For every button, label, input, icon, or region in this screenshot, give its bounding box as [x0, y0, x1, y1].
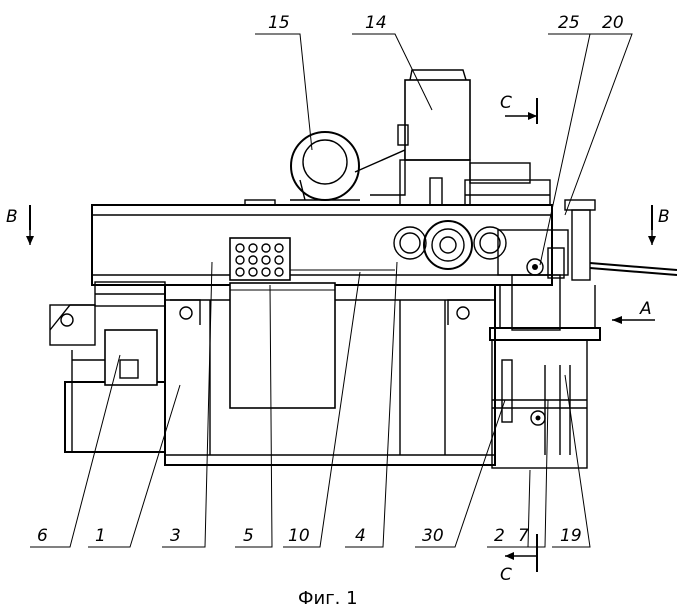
section-c-bottom-letter: C: [500, 565, 512, 585]
label-19: 19: [560, 526, 582, 546]
section-b-left-letter: B: [6, 207, 18, 227]
label-10: 10: [288, 526, 310, 546]
label-6: 6: [37, 526, 48, 546]
label-2: 2: [494, 526, 505, 546]
figure-caption: Фиг. 1: [298, 588, 358, 609]
section-b-right-letter: B: [658, 207, 670, 227]
label-4: 4: [355, 526, 366, 546]
label-20: 20: [602, 13, 624, 33]
section-c-top: C: [500, 93, 537, 124]
section-c-top-letter: C: [500, 93, 512, 113]
top-motor: [398, 70, 550, 205]
main-beam: [92, 205, 552, 285]
rollers: [394, 221, 506, 269]
label-7: 7: [518, 526, 529, 546]
label-1: 1: [95, 526, 106, 546]
direction-a-arrow: A: [612, 299, 655, 324]
label-3: 3: [170, 526, 181, 546]
label-25: 25: [558, 13, 580, 33]
label-30: 30: [422, 526, 444, 546]
control-panel: [230, 238, 290, 280]
left-motor-assembly: [50, 282, 165, 452]
fan-unit: [245, 132, 405, 205]
label-5: 5: [243, 526, 254, 546]
section-b-left: B: [6, 205, 34, 245]
reference-numerals: 15 14 25 20 6 1 3 5 10 4 30 2 7 19: [37, 13, 624, 546]
lower-right-unit: [490, 328, 600, 468]
label-15: 15: [268, 13, 290, 33]
electrical-cabinet: [230, 283, 335, 408]
label-14: 14: [365, 13, 387, 33]
direction-a-letter: A: [639, 299, 652, 319]
section-b-right: B: [648, 205, 670, 245]
